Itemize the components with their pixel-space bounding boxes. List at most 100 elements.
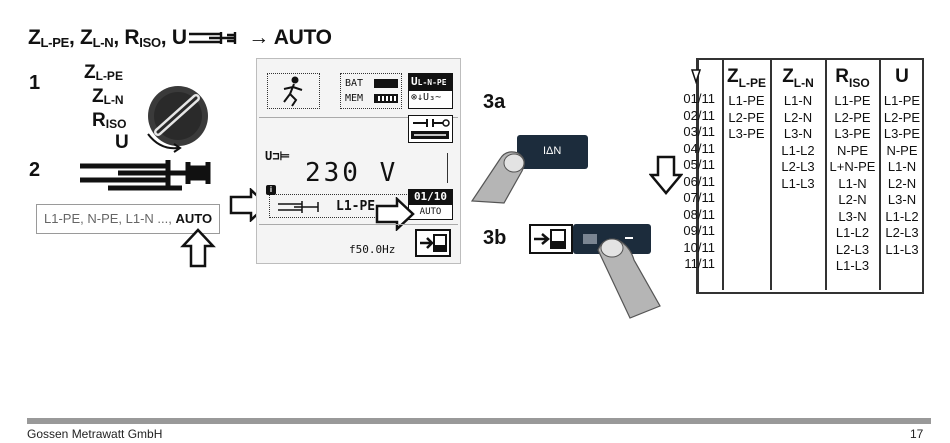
finger-press-icon (597, 238, 661, 319)
store-arrow-icon (420, 234, 447, 252)
battery-memory-box: BAT MEM (340, 73, 402, 109)
instrument-display: BAT MEM UL-N-PE ⊗↓U₃~ U⊐⊨ 230 V L1-PE i … (256, 58, 461, 264)
voltage-readout: 230 V (305, 158, 399, 188)
table-row-index-item: 06/11 (683, 173, 715, 189)
idn-button-label: IΔN (543, 145, 562, 157)
memory-label: MEM (345, 93, 364, 104)
table-cell: L1-L3 (781, 175, 815, 191)
function-label-u: U (115, 132, 129, 153)
table-cell: L1-L2 (885, 208, 919, 224)
divider (722, 60, 724, 290)
counter-label: 01/10 (409, 190, 452, 205)
divider (825, 60, 827, 290)
table-cell: L1-PE (883, 93, 921, 108)
table-cell: L3-PE (728, 126, 765, 141)
table-row-index-item: 11/11 (684, 256, 715, 271)
table-cell: L1-N (783, 93, 813, 108)
divider (879, 60, 881, 290)
divider (447, 153, 450, 183)
table-cell: L2-L3 (835, 241, 870, 257)
step-2-number: 2 (29, 159, 41, 181)
divider (770, 60, 772, 290)
table-row-index-item: 01/11 (683, 91, 715, 106)
table-cell: L1-N (838, 175, 867, 191)
table-row-index-item: 09/11 (683, 223, 715, 238)
table-cell: L2-N (887, 175, 917, 191)
table-cell: L2-PE (883, 109, 921, 125)
table-cell: L3-N (783, 126, 813, 141)
table-header-riso: RISO (835, 66, 870, 90)
battery-icon (374, 79, 398, 88)
finger-press-icon (470, 151, 525, 204)
table-cell: L2-L3 (885, 225, 919, 240)
down-pointer-icon (690, 69, 702, 84)
table-cell: L3-PE (883, 126, 921, 141)
memory-icon (374, 94, 398, 103)
table-cell: L2-L3 (781, 159, 815, 174)
footer-company: Gossen Metrawatt GmbH (27, 427, 163, 441)
running-person-icon (283, 76, 303, 107)
table-cell: L3-N (887, 192, 917, 207)
up-arrow-icon (180, 228, 216, 268)
table-row-index-item: 10/11 (683, 239, 715, 255)
mode-softkey[interactable]: UL-N-PE ⊗↓U₃~ (408, 73, 453, 109)
table-row-index-item: 03/11 (683, 124, 715, 139)
frequency-readout: f50.0Hz (349, 243, 396, 256)
page-number: 17 (910, 427, 924, 441)
table-cell: N-PE (836, 142, 869, 158)
table-cell: L3-PE (834, 126, 871, 141)
connection-softkey[interactable] (408, 115, 453, 143)
operator-icon-box (267, 73, 320, 109)
table-row-index-item: 08/11 (683, 206, 715, 222)
table-header-zln: ZL-N (782, 66, 814, 90)
battery-label: BAT (345, 78, 364, 89)
u-label: U⊐⊨ (265, 149, 290, 163)
table-cell: L2-N (838, 192, 867, 207)
save-softkey[interactable] (415, 229, 451, 257)
table-cell: L2-PE (834, 109, 871, 125)
table-row-index-item: 04/11 (683, 140, 715, 156)
table-cell: L+N-PE (829, 159, 876, 174)
table-row-index-item: 05/11 (683, 157, 715, 172)
dash-icon (625, 237, 633, 239)
table-cell: L1-L2 (781, 142, 815, 158)
divider (259, 224, 458, 225)
mode-label: UL-N-PE (409, 74, 452, 91)
store-button[interactable] (529, 224, 573, 254)
table-cell: L1-L3 (885, 241, 919, 257)
table-cell: L1-PE (728, 93, 765, 108)
auto-label: AUTO (419, 207, 442, 217)
table-cell: L1-L3 (835, 258, 870, 273)
connection-options-box: L1-PE, N-PE, L1-N ..., AUTO (36, 204, 220, 234)
softkey-segment (583, 234, 597, 244)
right-arrow-icon (375, 197, 415, 231)
plug-icon (411, 119, 450, 139)
function-label-zln: ZL-N (92, 86, 124, 107)
table-cell: L1-N (887, 159, 917, 174)
divider (259, 117, 458, 118)
auto-softkey[interactable]: 01/10 AUTO (408, 189, 453, 220)
table-cell: L2-PE (728, 109, 765, 125)
plug-connector-large-icon (80, 160, 211, 191)
step-1-number: 1 (29, 72, 41, 94)
line-label: L1-PE (336, 199, 376, 214)
table-header-zlpe: ZL-PE (727, 66, 766, 90)
down-arrow-icon (649, 155, 683, 195)
table-cell: L2-N (783, 109, 813, 125)
mode-line2: ⊗↓U₃~ (411, 92, 442, 103)
rotary-selector-knob[interactable] (132, 78, 224, 154)
table-cell: N-PE (886, 142, 918, 158)
table-cell: L1-L2 (835, 225, 870, 240)
table-row-index-item: 02/11 (683, 107, 715, 123)
page-title: ZL-PE, ZL-N, RISO, U → AUTO (28, 26, 332, 50)
idn-button[interactable]: IΔN (517, 135, 588, 169)
plug-connector-icon (188, 32, 236, 45)
info-icon: i (266, 185, 276, 195)
table-row-index-item: 07/11 (683, 190, 715, 205)
